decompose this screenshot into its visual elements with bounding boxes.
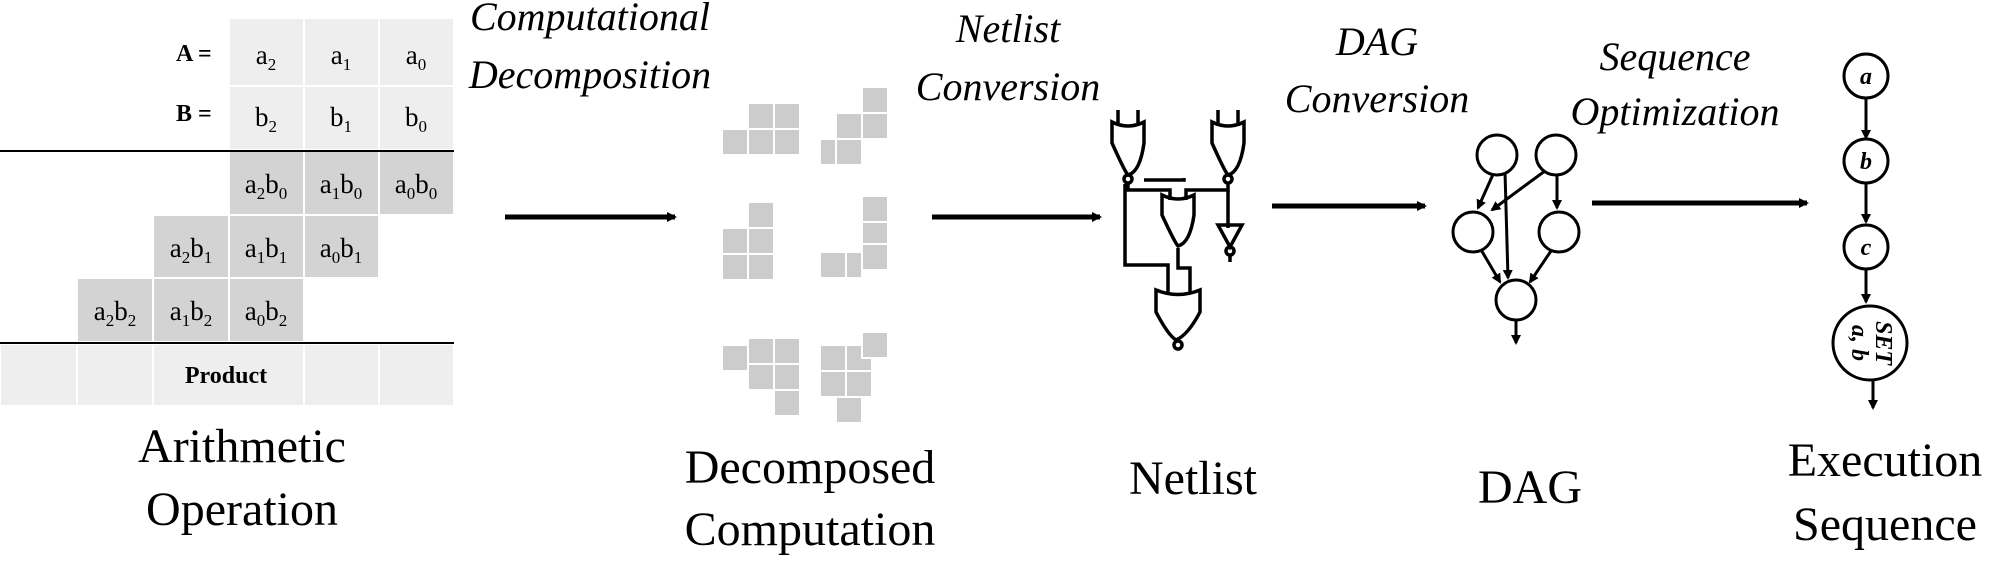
b-row-cell: b1	[330, 102, 352, 136]
step-label-sequence-optimization: Sequence	[1599, 34, 1750, 79]
sequence-node-c-label: c	[1861, 235, 1872, 261]
dag-graph	[1451, 133, 1581, 345]
dag-node	[1537, 210, 1581, 254]
stage-label-arithmetic: Operation	[146, 483, 338, 536]
a-row-cell: a1	[331, 40, 351, 74]
partial-product-cell: a1b1	[245, 233, 287, 267]
step-label-netlist-conversion: Netlist	[955, 6, 1061, 51]
set-node-args: a, b	[1846, 325, 1872, 361]
dag-node	[1451, 210, 1495, 254]
b-input-label: B =	[176, 101, 212, 127]
partial-product-cell: a2b1	[170, 233, 212, 267]
sequence-node-set	[1831, 304, 1909, 382]
stage-label-execution: Execution	[1788, 434, 1983, 487]
step-label-dag-conversion: Conversion	[1285, 76, 1469, 121]
stage-label-decomposed: Decomposed	[685, 441, 936, 494]
arithmetic-operation-table: A = B = a2 a1 a0 b2 b1 b0 a2b0 a1b0 a0b0…	[0, 17, 455, 407]
step-label-decomposition: Decomposition	[468, 52, 711, 97]
step-label-sequence-optimization: Optimization	[1571, 89, 1780, 134]
netlist-gates	[1110, 110, 1246, 351]
a-row-cell: a0	[406, 40, 426, 74]
a-input-label: A =	[176, 41, 212, 67]
step-label-dag-conversion: DAG	[1335, 19, 1418, 64]
product-label: Product	[185, 363, 267, 389]
sequence-node-b-label: b	[1860, 149, 1872, 175]
partial-product-cell: a0b2	[245, 296, 287, 330]
stage-label-arithmetic: Arithmetic	[138, 420, 346, 473]
a-row-cell: a2	[256, 40, 276, 74]
partial-product-cell: a0b0	[395, 169, 437, 203]
sequence-node-a-label: a	[1860, 64, 1872, 90]
partial-product-cell: a2b2	[94, 296, 136, 330]
dag-node	[1534, 133, 1578, 177]
stage-label-execution: Sequence	[1793, 498, 1977, 551]
stage-label-decomposed: Computation	[685, 503, 936, 556]
sequence-node-c	[1842, 223, 1890, 271]
partial-product-cell: a2b0	[245, 169, 287, 203]
step-label-netlist-conversion: Conversion	[916, 64, 1100, 109]
dag-node	[1475, 133, 1519, 177]
set-node-title: SET	[1870, 321, 1896, 366]
b-row-cell: b0	[405, 102, 427, 136]
dag-node	[1494, 278, 1538, 322]
step-label-decomposition: Computational	[470, 0, 710, 39]
execution-sequence: a b c SET a, b	[1831, 52, 1909, 410]
stage-label-netlist: Netlist	[1129, 452, 1258, 505]
stage-label-dag: DAG	[1478, 461, 1582, 514]
b-row-cell: b2	[255, 102, 277, 136]
partial-product-cell: a1b0	[320, 169, 362, 203]
partial-product-cell: a1b2	[170, 296, 212, 330]
sequence-node-a	[1842, 52, 1890, 100]
decomposed-blocks	[721, 86, 889, 424]
partial-product-cell: a0b1	[320, 233, 362, 267]
sequence-node-b	[1842, 137, 1890, 185]
